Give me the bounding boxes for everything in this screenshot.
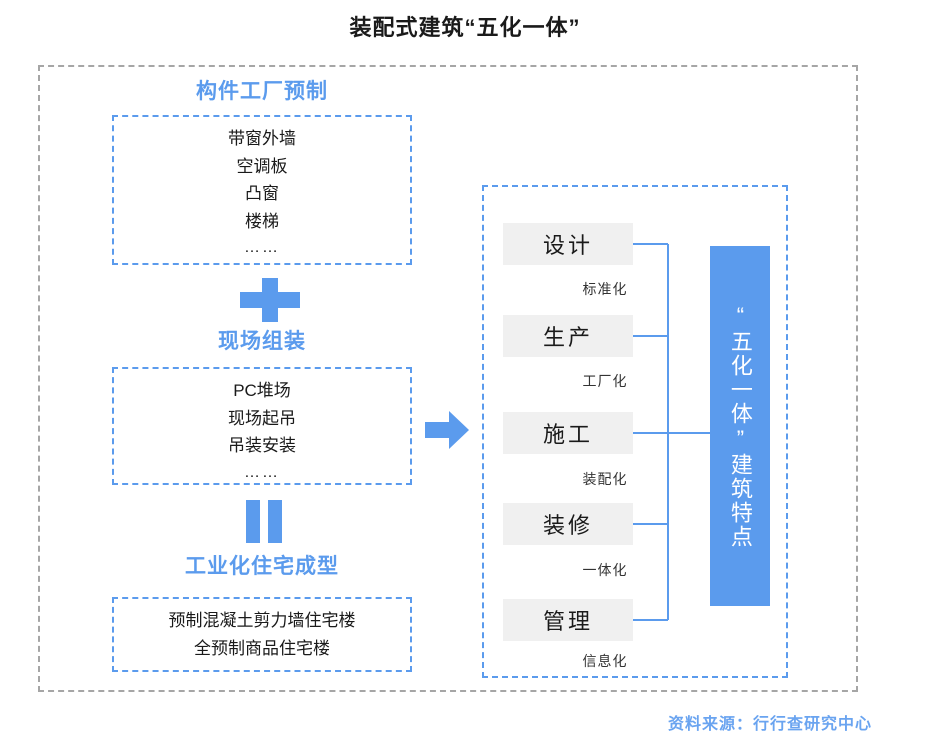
list-item-ellipsis: …… — [244, 463, 280, 481]
list-item: 现场起吊 — [228, 408, 296, 428]
list-item: 凸窗 — [245, 184, 279, 204]
list-item-ellipsis: …… — [244, 239, 280, 257]
list-item: 预制混凝土剪力墙住宅楼 — [168, 611, 356, 630]
source-note: 资料来源：行行查研究中心 — [667, 716, 872, 733]
five-in-one-panel — [482, 185, 788, 678]
list-item: 带窗外墙 — [228, 129, 296, 148]
stage-label-informatization: 信息化 — [582, 653, 628, 669]
section-heading-assembly: 现场组装 — [218, 330, 306, 353]
list-item: PC堆场 — [233, 381, 291, 400]
stage-box-production[interactable]: 生产 — [503, 315, 633, 357]
diagram-outer-frame — [38, 65, 858, 692]
list-item: 楼梯 — [245, 211, 279, 231]
stage-box-construction[interactable]: 施工 — [503, 412, 633, 454]
list-item: 空调板 — [236, 156, 288, 176]
section-heading-prefab: 构件工厂预制 — [196, 80, 328, 103]
stage-box-decoration[interactable]: 装修 — [503, 503, 633, 545]
section-heading-result: 工业化住宅成型 — [185, 555, 339, 578]
right-arrow-icon — [425, 408, 469, 452]
summary-vertical-bar: “五化一体”建筑特点 — [710, 246, 770, 606]
stage-label-assembly: 装配化 — [582, 471, 628, 487]
list-item: 全预制商品住宅楼 — [194, 638, 330, 658]
result-items-box: 预制混凝土剪力墙住宅楼 全预制商品住宅楼 — [112, 597, 412, 672]
assembly-items-box: PC堆场 现场起吊 吊装安装 …… — [112, 367, 412, 485]
equals-icon — [246, 500, 282, 543]
page-title: 装配式建筑“五化一体” — [349, 15, 581, 40]
stage-label-factory: 工厂化 — [582, 373, 628, 389]
plus-icon — [240, 278, 300, 322]
stage-box-design[interactable]: 设计 — [503, 223, 633, 265]
stage-label-integration: 一体化 — [582, 562, 628, 578]
stage-label-standardization: 标准化 — [582, 281, 628, 297]
stage-box-management[interactable]: 管理 — [503, 599, 633, 641]
list-item: 吊装安装 — [228, 436, 296, 456]
prefab-items-box: 带窗外墙 空调板 凸窗 楼梯 …… — [112, 115, 412, 265]
